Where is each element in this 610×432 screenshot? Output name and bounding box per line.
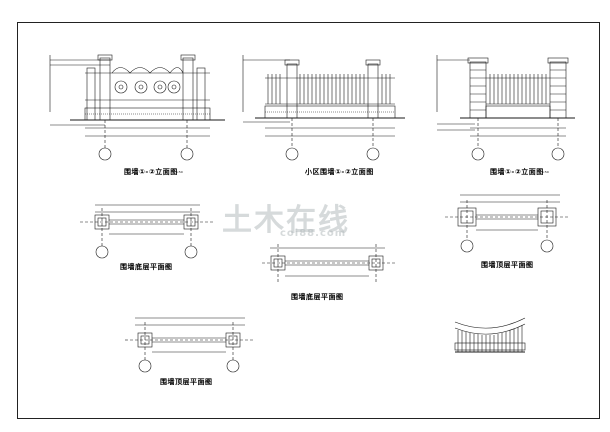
watermark-subtext: coi88.com xyxy=(280,228,347,239)
elevation-1-title: 围墙①-②立面图 xyxy=(124,168,178,176)
watermark-text: 土木在线 xyxy=(222,203,350,238)
plan-2-drawing xyxy=(262,244,395,282)
drawing-frame-border xyxy=(17,22,600,419)
plan-3-scale: 1:50 xyxy=(523,263,530,267)
plan-1-drawing xyxy=(80,204,215,259)
elevation-3-scale: 1:50 xyxy=(542,170,549,174)
elevation-3-title: 围墙①-②立面图 xyxy=(490,168,544,176)
elevation-2-drawing xyxy=(242,55,405,161)
elevation-3-drawing xyxy=(436,55,575,161)
plan-1-scale: 1:50 xyxy=(162,265,169,269)
plan-4-title: 围墙顶层平面图 xyxy=(160,378,213,386)
elevation-1-drawing xyxy=(49,54,225,161)
plan-4-scale: 1:50 xyxy=(202,380,209,384)
plan-3-title: 围墙顶层平面图 xyxy=(481,261,534,269)
plan-3-drawing xyxy=(445,194,570,253)
elevation-2-title: 小区围墙①-②立面图 xyxy=(305,168,374,176)
elevation-1-scale: 1:50 xyxy=(176,170,183,174)
plan-2-title: 围墙底层平面图 xyxy=(291,293,344,301)
plan-4-drawing xyxy=(125,317,255,373)
gate-detail-drawing xyxy=(454,317,526,353)
plan-2-scale: 1:50 xyxy=(333,295,340,299)
plan-1-title: 围墙底层平面图 xyxy=(120,263,173,271)
